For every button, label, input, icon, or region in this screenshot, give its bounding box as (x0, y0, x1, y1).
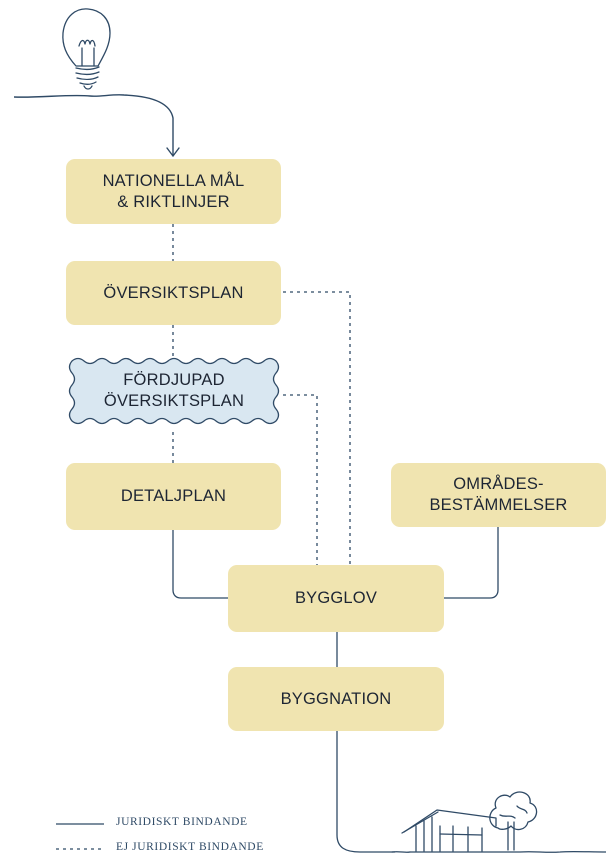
non-binding-connectors (172, 224, 351, 565)
box-fordjupad-oversiktsplan: FÖRDJUPAD ÖVERSIKTSPLAN (103, 371, 245, 410)
fordjupad-wavy-outline (68, 357, 280, 425)
box-detaljplan: DETALJPLAN (66, 463, 281, 530)
box-bygglov: BYGGLOV (228, 565, 444, 632)
start-arrowhead (166, 147, 180, 158)
light-bulb-icon (62, 8, 111, 90)
box-oversiktsplan: ÖVERSIKTSPLAN (66, 261, 281, 325)
legend-solid-label: JURIDISKT BINDANDE (116, 816, 248, 828)
start-connector-line (13, 94, 174, 155)
box-omradesbestammelser: OMRÅDES- BESTÄMMELSER (391, 463, 606, 527)
box-nationella-mal: NATIONELLA MÅL & RIKTLINJER (66, 159, 281, 224)
legend-dashed-label: EJ JURIDISKT BINDANDE (116, 841, 264, 853)
box-byggnation: BYGGNATION (228, 667, 444, 731)
house-with-tree-icon (391, 791, 606, 853)
binding-connectors (172, 527, 499, 853)
